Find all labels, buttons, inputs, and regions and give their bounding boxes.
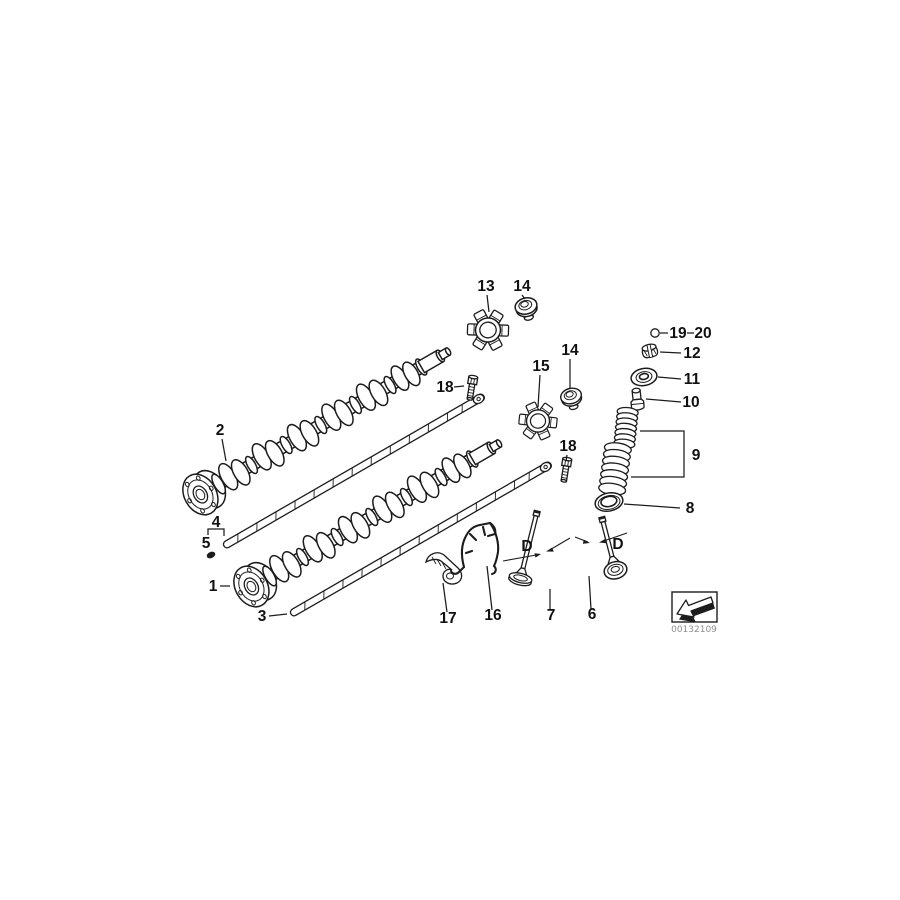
- valve-spring-outer-9: [598, 442, 632, 496]
- callout-6: 6: [588, 606, 597, 623]
- callout-10: 10: [682, 394, 699, 411]
- callout-15: 15: [532, 358, 550, 375]
- callout-14-lower: 14: [561, 342, 579, 359]
- valve-keeper-12: [641, 343, 659, 359]
- callout-20: 20: [694, 325, 711, 342]
- stem-diameter-dimension-left: [502, 537, 571, 562]
- stem-diameter-dimension-right: [574, 532, 628, 544]
- spring-retainer-11: [630, 367, 658, 387]
- callout-19: 19: [669, 325, 687, 342]
- dimension-label-left: D: [521, 538, 532, 555]
- callout-labels: 13 14 15 14 18 18 19 20 12 11 10 9 8 2 4…: [202, 278, 712, 627]
- callout-3: 3: [258, 608, 267, 625]
- plug-5: [206, 551, 216, 559]
- callout-8: 8: [686, 500, 695, 517]
- valve-7: [508, 509, 541, 587]
- cap-14-lower: [558, 385, 586, 413]
- callout-17: 17: [439, 610, 456, 627]
- callout-2: 2: [216, 422, 225, 439]
- callout-5: 5: [202, 535, 211, 552]
- direction-arrow-icon: [671, 591, 718, 623]
- callout-12: 12: [683, 345, 700, 362]
- drawing-code: 00132109: [671, 625, 717, 635]
- valve-stem-seal-10: [630, 387, 645, 411]
- bearing-clip-17: [425, 552, 463, 585]
- dimension-label-right: D: [612, 536, 623, 553]
- cap-14-upper: [512, 294, 541, 324]
- spring-seat-8: [594, 491, 624, 513]
- impulse-wheel-13: [463, 305, 513, 355]
- callout-4: 4: [212, 514, 221, 531]
- ring-19-20: [650, 328, 660, 338]
- leader-lines: [207, 294, 694, 617]
- callout-1: 1: [209, 578, 218, 595]
- callout-7: 7: [547, 607, 556, 624]
- callout-18-upper: 18: [436, 379, 454, 396]
- retaining-clip-16: [449, 521, 500, 576]
- callout-18-lower: 18: [559, 438, 577, 455]
- callout-9: 9: [692, 447, 701, 464]
- valve-spring-inner-9: [613, 406, 639, 449]
- callout-14-upper: 14: [513, 278, 531, 295]
- callout-11: 11: [684, 371, 701, 388]
- callout-13: 13: [477, 278, 495, 295]
- callout-16: 16: [484, 607, 502, 624]
